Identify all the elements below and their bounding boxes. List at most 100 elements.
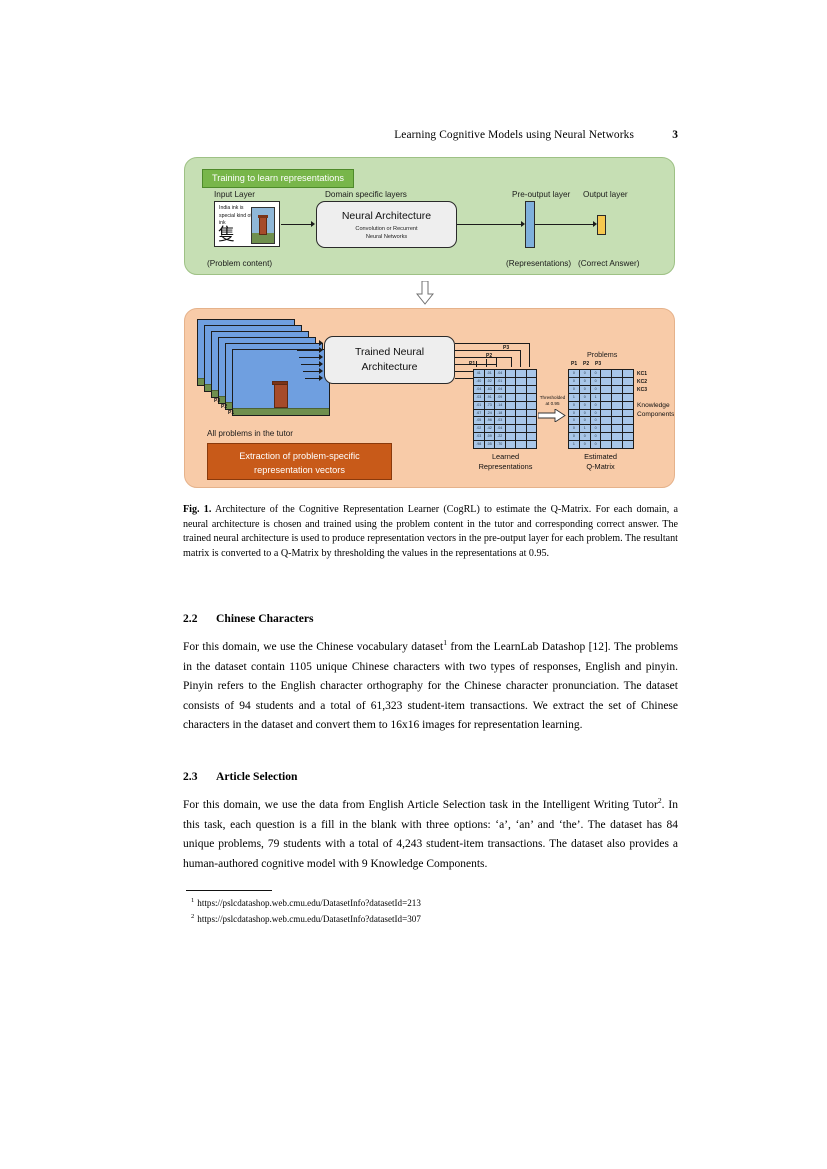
rep-column-label-p1: P1 [469,361,476,367]
q-matrix-cell: 0 [569,385,579,393]
q-matrix-cell [601,417,612,425]
q-matrix-cell: 0 [579,370,590,377]
threshold-label-line-1: Thresholded [539,395,566,400]
q-matrix-cell [612,409,623,417]
learned-matrix-cell: .09 [484,433,494,441]
learned-matrix-cell: .98 [484,417,494,425]
q-matrix-cell [623,441,633,448]
q-matrix-cell [612,385,623,393]
running-head-title: Learning Cognitive Models using Neural N… [394,129,634,141]
q-row-header-kc2: KC2 [637,379,648,385]
q-matrix-cell: 0 [590,409,601,417]
out-connector-vertical [529,343,530,367]
q-matrix-cell [623,393,633,401]
connector-preoutput-to-output [535,224,593,225]
section-title-2-3: Article Selection [216,770,298,783]
section-2-3-text-a: For this domain, we use the data from En… [183,799,658,811]
footnote-ref-1[interactable]: 1 [443,638,447,648]
preoutput-layer-bar [525,201,535,248]
q-matrix-cell: 0 [579,385,590,393]
out-connector-vertical [496,357,497,367]
section-number-2-3: 2.3 [183,770,198,783]
footnote-marker: 1 [191,897,195,904]
output-layer-bar [597,215,606,235]
learned-matrix-cell: .22 [495,433,505,441]
output-layer-label: Output layer [583,190,628,199]
learned-matrix-cell: .01 [495,377,505,385]
learned-matrix-cell [526,441,536,448]
training-panel: Training to learn representations Input … [184,157,675,275]
learned-matrix-cell: .01 [474,401,484,409]
q-row-header-kc3: KC3 [637,387,648,393]
q-matrix-cell: 0 [569,401,579,409]
input-caption: (Problem content) [207,259,273,268]
in-arrowhead [319,340,323,346]
input-layer-label: Input Layer [214,190,255,199]
in-arrowhead [319,347,323,353]
in-connector [303,371,320,372]
connector-arch-to-preoutput [457,224,521,225]
q-matrix-cell [601,377,612,385]
learned-matrix-cell: .01 [484,370,494,377]
learned-matrix-cell [516,425,526,433]
kc-label-line-2: Components [637,411,675,418]
learned-matrix-cell: .83 [484,385,494,393]
learned-matrix-cell: .04 [495,425,505,433]
learned-matrix-cell: .73 [484,401,494,409]
footnote-url[interactable]: https://pslcdatashop.web.cmu.edu/Dataset… [197,898,421,909]
figure-caption-text: Architecture of the Cognitive Representa… [183,504,678,559]
learned-matrix-cell [526,409,536,417]
knowledge-components-label: Knowledge Components [637,401,675,419]
learned-matrix-cell: .04 [495,370,505,377]
training-badge: Training to learn representations [202,169,354,188]
q-matrix-cell [601,401,612,409]
learned-matrix-cell: .70 [495,441,505,448]
problem-stack-label-p1: P1 [228,410,235,416]
learned-matrix-cell [526,377,536,385]
out-connector-vertical [486,359,487,367]
connector-input-to-arch [281,224,311,225]
footnote-url[interactable]: https://pslcdatashop.web.cmu.edu/Dataset… [197,914,421,925]
learned-matrix-cell: .02 [484,377,494,385]
q-matrix-cell [623,425,633,433]
threshold-label-line-2: at 0.95 [545,401,560,406]
extraction-label-box: Extraction of problem-specific represent… [207,443,392,480]
kc-label-line-1: Knowledge [637,402,670,409]
problem-card-frame: India ink is special kind of ink 隻 [214,201,280,247]
learned-matrix-cell: .24 [484,409,494,417]
q-matrix-cell [612,401,623,409]
q-matrix-cell [623,417,633,425]
learned-matrix-cell: .03 [474,433,484,441]
chinese-character-glyph: 隻 [218,225,235,245]
in-connector [305,378,320,379]
learned-matrix-cell: .98 [474,441,484,448]
q-matrix-cell [623,433,633,441]
neural-architecture-subtitle-2: Neural Networks [365,234,408,240]
footnote-ref-2[interactable]: 2 [657,796,662,806]
q-matrix-cell: 0 [590,401,601,409]
problem-stack-label-p3: P3 [214,398,221,404]
out-connector [455,350,521,351]
learned-matrix-cell [505,409,515,417]
figure-caption: Fig. 1. Architecture of the Cognitive Re… [183,503,678,561]
learned-matrix-cell [526,370,536,377]
q-matrix-cell: 1 [569,393,579,401]
learned-matrix-cell [505,433,515,441]
panel-flow-arrow-icon [415,280,435,305]
section-2-2-text-b: from the LearnLab Datashop [12]. The pro… [183,641,678,732]
q-col-header-p2: P2 [583,361,590,367]
learned-representations-caption: Learned Representations [468,452,543,472]
problem-stack-caption: All problems in the tutor [207,429,294,438]
q-matrix-cell: 0 [590,377,601,385]
q-matrix-cell [601,385,612,393]
learned-matrix-cell: .05 [484,441,494,448]
q-matrix-cell: 0 [569,425,579,433]
domain-layers-label: Domain specific layers [325,190,407,199]
out-connector-vertical [476,361,477,367]
learned-matrix-cell [505,417,515,425]
q-matrix-cell: 0 [569,409,579,417]
section-body-2-2: For this domain, we use the Chinese voca… [183,638,678,736]
q-caption-line-1: Estimated [584,452,617,461]
problems-axis-label: Problems [587,350,618,359]
